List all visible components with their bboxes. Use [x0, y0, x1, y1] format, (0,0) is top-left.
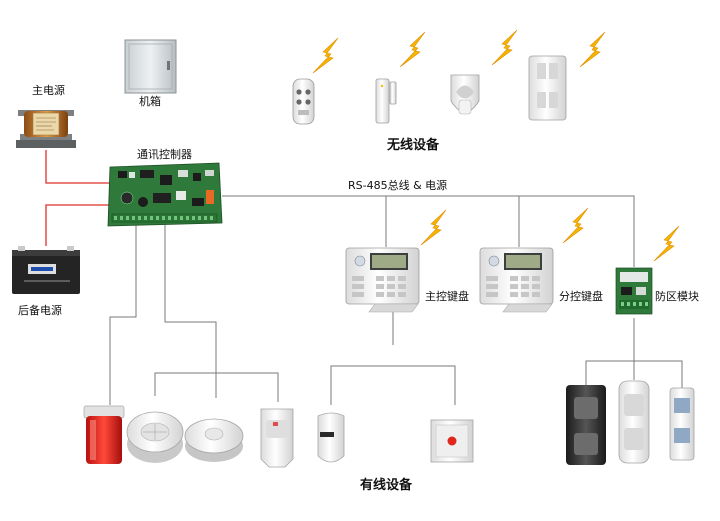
sub-keypad-label: 分控键盘: [559, 290, 603, 303]
ceiling-pir-detector-icon: [317, 412, 345, 463]
main-power-line: [45, 150, 110, 184]
controller-label: 通讯控制器: [137, 148, 192, 161]
indoor-pir-detector-icon: [260, 408, 294, 468]
lightning-bolt-icon: [399, 31, 426, 68]
panic-button-icon: [430, 419, 474, 463]
smoke-detector-icon: [126, 411, 184, 463]
beam-detector-icon: [528, 55, 567, 121]
wireless-devices-label: 无线设备: [387, 138, 440, 153]
zone-module-label: 防区模块: [655, 290, 699, 303]
backup-power-line: [45, 204, 110, 246]
slim-beam-detector-icon: [669, 387, 695, 461]
lightning-bolt-icon: [491, 29, 518, 66]
controller-mid-drop: [164, 224, 217, 398]
wired-devices-label: 有线设备: [360, 478, 413, 493]
pir-detector-icon: [450, 74, 480, 115]
remote-control-icon: [292, 78, 315, 125]
door-contact-icon: [375, 78, 397, 124]
outdoor-beam-detector-icon: [566, 385, 606, 465]
wired-bus-right: [330, 365, 456, 405]
bus-label: RS-485总线 & 电源: [348, 179, 448, 192]
rs485-bus-line: [222, 195, 635, 267]
lightning-bolt-icon: [420, 209, 447, 246]
bus-lines: [109, 195, 683, 405]
siren-icon: [83, 405, 125, 464]
sub-keypad-icon: [479, 247, 554, 313]
lightning-bolt-icon: [562, 207, 589, 244]
lightning-bolt-icon: [579, 31, 606, 68]
cabinet-label: 机箱: [139, 95, 161, 108]
controller-board-icon: [107, 162, 223, 227]
lightning-bolts: [312, 29, 680, 262]
battery-icon: [12, 246, 80, 294]
heat-detector-icon: [184, 418, 244, 462]
backup-power-label: 后备电源: [18, 304, 62, 317]
main-keypad-icon: [345, 247, 420, 313]
main-keypad-label: 主控键盘: [425, 290, 469, 303]
power-lines: [45, 150, 110, 246]
wired-group-bus: [154, 372, 279, 402]
main-power-label: 主电源: [32, 84, 65, 97]
controller-left-drop: [109, 224, 137, 405]
transformer-icon: [16, 110, 76, 148]
cabinet-icon: [124, 39, 177, 94]
lightning-bolt-icon: [312, 37, 339, 74]
dual-tech-detector-icon: [618, 380, 650, 464]
zone-module-icon: [615, 267, 653, 315]
lightning-bolt-icon: [653, 225, 680, 262]
